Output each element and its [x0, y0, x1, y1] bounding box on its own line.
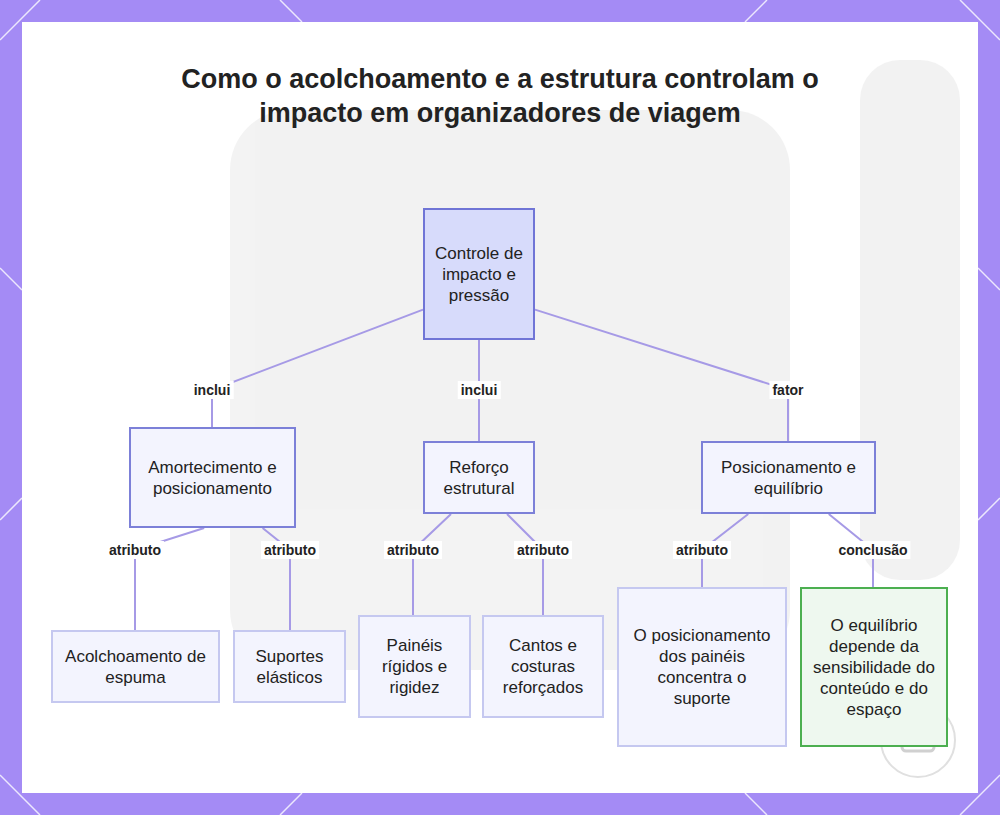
connector — [535, 310, 788, 441]
attribute-box: Acolchoamento de espuma — [51, 630, 220, 703]
attribute-box: Cantos e costuras reforçados — [482, 615, 604, 718]
panel — [22, 22, 978, 793]
attribute-box: Painéis rígidos e rigidez — [358, 615, 471, 718]
attribute-box: Suportes elásticos — [233, 630, 346, 703]
node-text: O equilíbrio depende da sensibilidade do… — [812, 615, 936, 720]
faded-photo — [230, 60, 960, 670]
attribute-box: O posicionamento dos painéis concentra o… — [617, 587, 787, 747]
connector — [507, 514, 543, 615]
edge-label: conclusão — [835, 541, 910, 559]
edge-label: atributo — [673, 541, 731, 559]
edge-label: inclui — [191, 381, 234, 399]
node-text: Controle de impacto e pressão — [435, 243, 523, 306]
root-box: Controle de impacto e pressão — [423, 208, 535, 340]
category-box: Reforço estrutural — [423, 441, 535, 514]
edge-label: inclui — [458, 381, 501, 399]
connector — [413, 514, 451, 615]
category-box: Amortecimento e posicionamento — [129, 427, 296, 528]
edge-label: atributo — [514, 541, 572, 559]
edge-label: atributo — [106, 541, 164, 559]
node-text: Painéis rígidos e rigidez — [370, 635, 459, 698]
node-text: Acolchoamento de espuma — [63, 646, 208, 688]
title: Como o acolchoamento e a estrutura contr… — [180, 62, 820, 130]
node-text: Amortecimento e posicionamento — [141, 457, 284, 499]
category-box: Posicionamento e equilíbrio — [701, 441, 876, 514]
node-text: Reforço estrutural — [435, 457, 523, 499]
connector — [212, 310, 423, 427]
edge-label: atributo — [384, 541, 442, 559]
node-text: Suportes elásticos — [245, 646, 334, 688]
edge-label: atributo — [261, 541, 319, 559]
node-text: O posicionamento dos painéis concentra o… — [629, 625, 775, 709]
edge-label: fator — [769, 381, 806, 399]
node-text: Posicionamento e equilíbrio — [713, 457, 864, 499]
node-text: Cantos e costuras reforçados — [494, 635, 592, 698]
conclusion-box: O equilíbrio depende da sensibilidade do… — [800, 587, 948, 747]
